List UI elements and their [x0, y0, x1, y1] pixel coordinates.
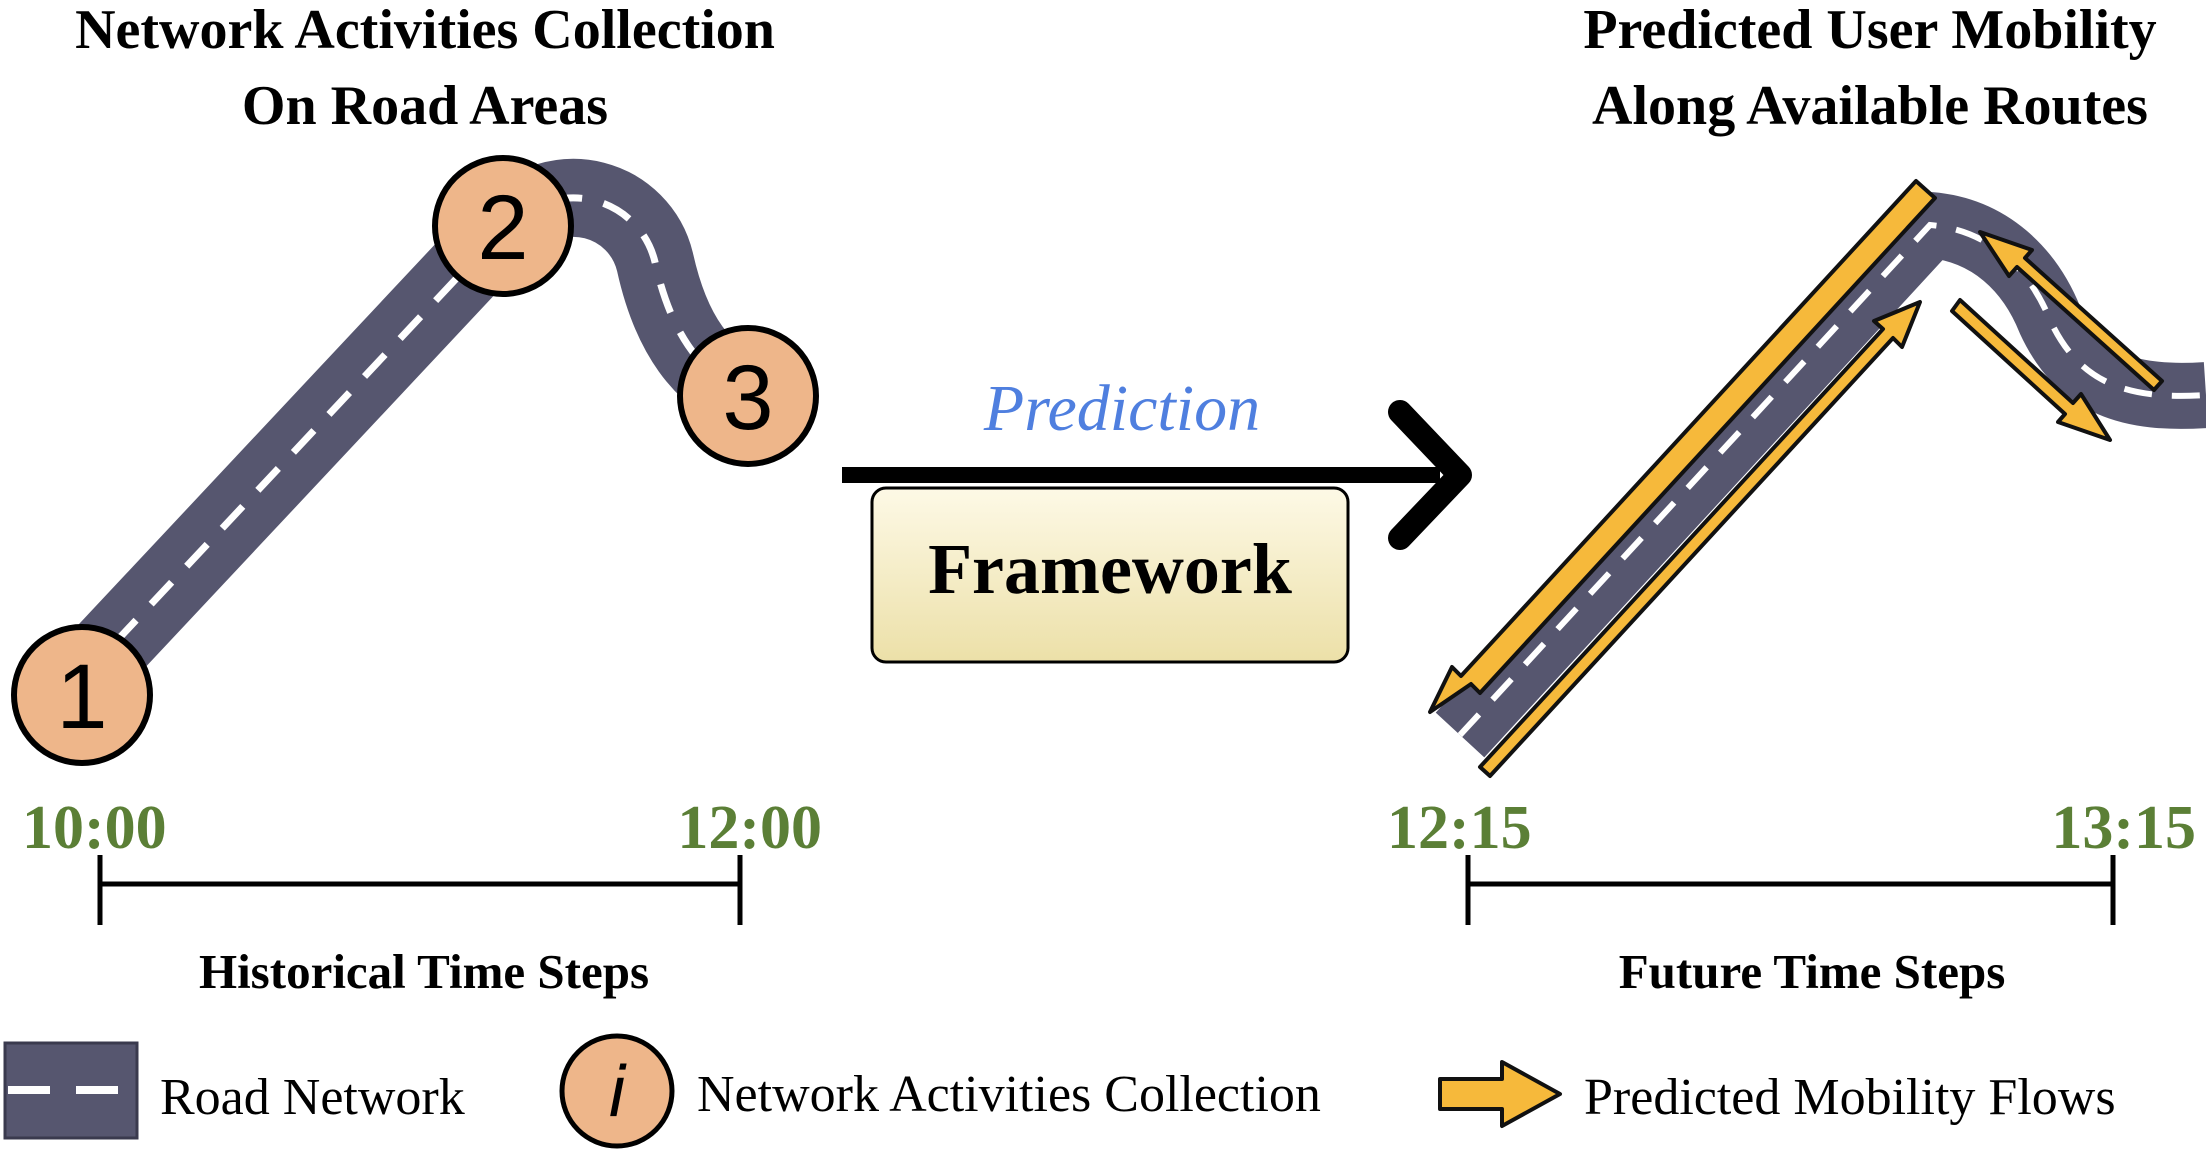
flow-arrow-down-left: [1428, 179, 1937, 714]
historical-axis: [97, 855, 743, 925]
framework-box: Framework: [870, 486, 1350, 664]
historical-end-time: 12:00: [677, 794, 822, 862]
flow-arrow-up-right: [1478, 300, 1922, 778]
legend-activity-label: Network Activities Collection: [697, 1066, 1321, 1123]
framework-label: Framework: [928, 529, 1292, 609]
future-axis-label: Future Time Steps: [1619, 944, 2006, 999]
legend-road-swatch: [3, 1041, 139, 1140]
node-2-label: 2: [477, 177, 528, 279]
historical-start-time: 10:00: [22, 794, 167, 862]
legend-flow-arrow-icon: [1438, 1060, 1562, 1128]
future-end-time: 13:15: [2051, 794, 2196, 862]
future-start-time: 12:15: [1387, 794, 1532, 862]
activity-node-3: 3: [677, 325, 819, 467]
left-title-line1: Network Activities Collection: [75, 0, 775, 61]
prediction-arrow: [842, 400, 1472, 550]
future-road: [1435, 192, 2206, 758]
future-axis: [1465, 855, 2116, 925]
historical-road: [51, 158, 774, 707]
historical-axis-label: Historical Time Steps: [199, 944, 649, 999]
node-3-label: 3: [722, 347, 773, 449]
right-title-line2: Along Available Routes: [1592, 75, 2148, 137]
legend-activity-symbol-letter: i: [609, 1052, 627, 1132]
activity-node-1: 1: [11, 624, 153, 766]
left-title-line2: On Road Areas: [242, 75, 608, 137]
activity-node-2: 2: [432, 155, 574, 297]
legend-road-label: Road Network: [160, 1069, 465, 1126]
legend-flow-label: Predicted Mobility Flows: [1584, 1069, 2116, 1126]
flow-arrow-branch-upper: [1978, 230, 2164, 392]
node-1-label: 1: [56, 646, 107, 748]
legend-activity-symbol: i: [559, 1033, 675, 1149]
prediction-label: Prediction: [983, 372, 1260, 445]
right-title-line1: Predicted User Mobility: [1583, 0, 2156, 61]
flow-arrow-branch-lower: [1950, 298, 2112, 442]
